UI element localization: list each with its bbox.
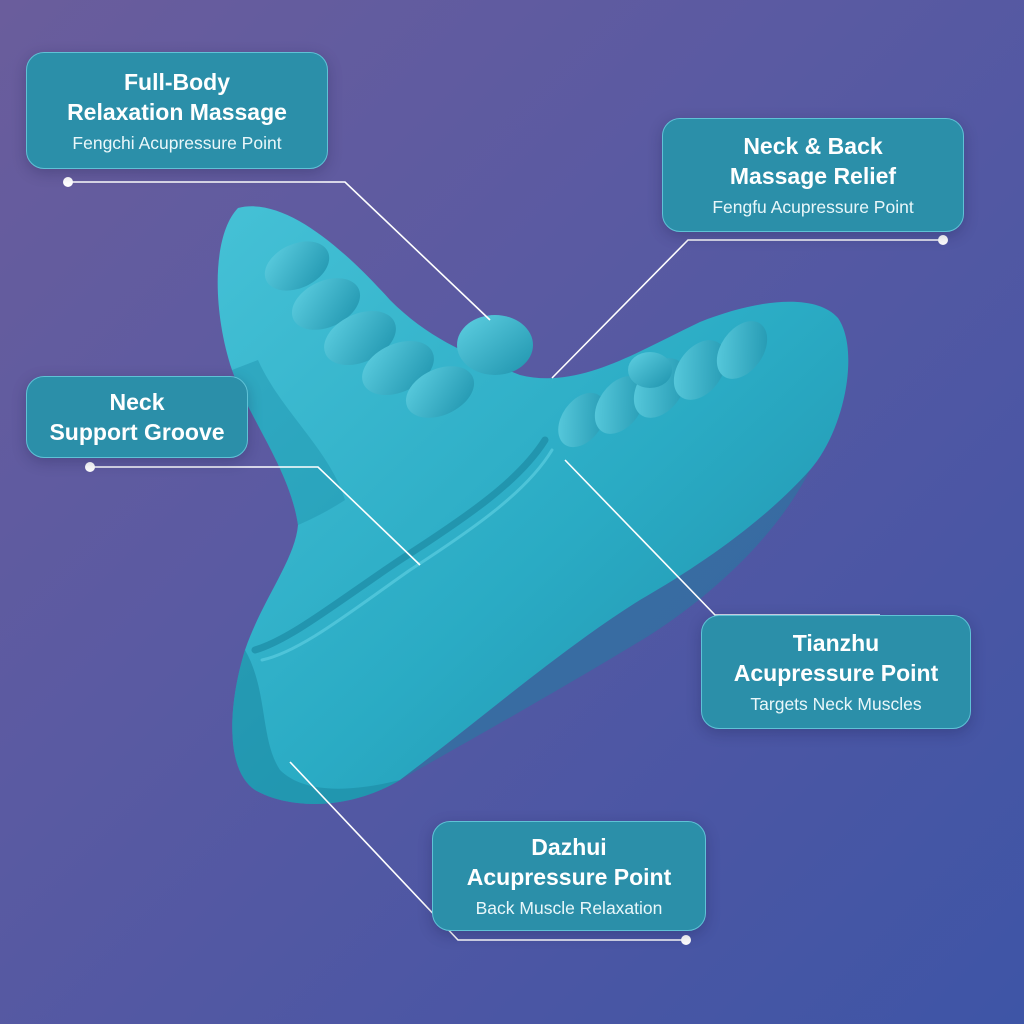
right-underside-shadow [400,470,810,780]
leader-dot-dazhui [681,935,691,945]
leader-dots [63,177,948,945]
callout-subtitle: Fengchi Acupressure Point [72,132,282,153]
callout-fengchi: Full-Body Relaxation Massage Fengchi Acu… [26,52,328,169]
leader-dot-fengchi [63,177,73,187]
groove-highlight [260,448,554,662]
callout-subtitle: Targets Neck Muscles [750,694,922,714]
callout-tianzhu: Tianzhu Acupressure Point Targets Neck M… [701,615,971,729]
callout-title-line: Relaxation Massage [67,98,287,125]
leader-line-fengchi [68,181,491,321]
callout-title-line: Acupressure Point [733,660,939,686]
callout-subtitle: Back Muscle Relaxation [475,898,663,918]
left-ridges [264,241,475,418]
center-bump [457,315,533,375]
leader-line-groove [90,466,421,566]
leader-line-dazhui [289,761,686,941]
callout-title-line: Acupressure Point [466,864,672,890]
callout-title-line: Tianzhu [792,630,880,656]
callout-title-line: Neck & Back [743,133,883,159]
groove-line [251,436,549,654]
callout-dazhui: Dazhui Acupressure Point Back Muscle Rel… [432,821,706,931]
callout-title-line: Full-Body [123,68,231,95]
leader-dot-fengfu [938,235,948,245]
right-ridges [558,321,768,448]
leader-line-fengfu [551,239,943,379]
leader-dot-groove [85,462,95,472]
callout-title-line: Neck [109,389,165,415]
left-wing-shadow [232,360,345,525]
callout-title-line: Dazhui [531,834,607,860]
callout-fengfu: Neck & Back Massage Relief Fengfu Acupre… [662,118,964,232]
callout-subtitle: Fengfu Acupressure Point [712,197,914,217]
lower-curl-shadow [232,650,400,804]
callout-title-line: Massage Relief [729,163,897,189]
callout-title-line: Support Groove [49,419,225,445]
callout-neck-support-groove: Neck Support Groove [26,376,248,458]
